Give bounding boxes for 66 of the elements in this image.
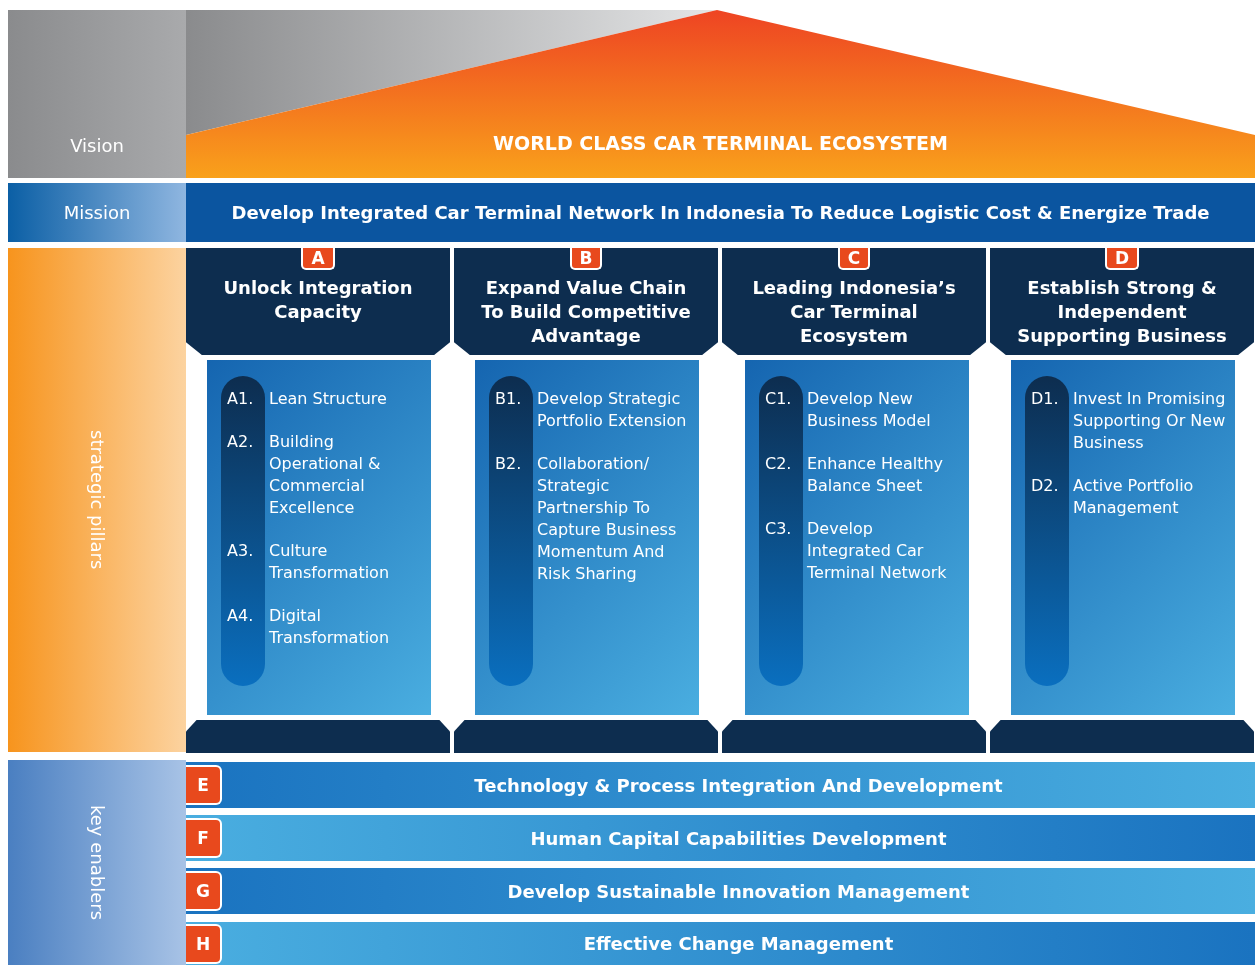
pillar-title: Unlock Integration Capacity bbox=[222, 276, 414, 324]
pillar-title: Leading Indonesia’s Car Terminal Ecosystem bbox=[751, 276, 957, 348]
enabler-bar bbox=[186, 762, 1255, 808]
item-text: Develop New Business Model bbox=[807, 388, 932, 432]
enabler-bar bbox=[186, 868, 1255, 914]
letter-badge: H bbox=[186, 923, 222, 964]
item-text: Culture Transformation bbox=[269, 540, 391, 584]
item-code: C2. bbox=[764, 453, 793, 475]
pillar-title: Expand Value Chain To Build Competitive Advantage bbox=[480, 276, 692, 348]
pillar-base bbox=[990, 720, 1254, 753]
panel-label: key enablers bbox=[86, 805, 108, 920]
enabler-title: Human Capital Capabilities Development bbox=[529, 827, 948, 849]
item-code: A2. bbox=[226, 431, 255, 453]
item-text: Develop Integrated Car Terminal Network bbox=[807, 518, 948, 584]
item-text: Enhance Healthy Balance Sheet bbox=[807, 453, 945, 497]
pillar-base bbox=[722, 720, 986, 753]
pillar-header bbox=[722, 248, 986, 355]
item-code: A3. bbox=[226, 540, 255, 562]
pillar-header bbox=[990, 248, 1254, 355]
pillar-column bbox=[207, 360, 431, 715]
item-text: Digital Transformation bbox=[269, 605, 391, 649]
item-text: Building Operational & Commercial Excellence bbox=[269, 431, 382, 519]
roof bbox=[186, 10, 1255, 178]
item-text: Collaboration/ Strategic Partnership To Capture Business Momentum And Risk Sharing bbox=[537, 453, 678, 585]
letter-badge: D bbox=[1104, 248, 1140, 270]
label-panel bbox=[8, 10, 186, 178]
pillar-base bbox=[454, 720, 718, 753]
item-text: Develop Strategic Portfolio Extension bbox=[537, 388, 688, 432]
panel-label: strategic pillars bbox=[86, 430, 108, 570]
panel-label: Vision bbox=[70, 135, 124, 156]
letter-badge: A bbox=[301, 248, 335, 270]
letter-badge: F bbox=[186, 818, 222, 858]
label-panel bbox=[8, 760, 186, 965]
pillar-column bbox=[475, 360, 699, 715]
enabler-bar bbox=[186, 922, 1255, 965]
item-code: B2. bbox=[494, 453, 523, 475]
item-text: Invest In Promising Supporting Or New Business bbox=[1073, 388, 1227, 454]
pillar-base bbox=[186, 720, 450, 753]
letter-badge: C bbox=[837, 248, 871, 270]
item-code: C3. bbox=[764, 518, 793, 540]
item-code: A1. bbox=[226, 388, 255, 410]
item-code: D2. bbox=[1030, 475, 1060, 497]
letter-badge: E bbox=[186, 765, 222, 805]
pillar-header bbox=[186, 248, 450, 355]
pillar-header bbox=[454, 248, 718, 355]
panel-label: Mission bbox=[63, 202, 131, 223]
item-code: C1. bbox=[764, 388, 793, 410]
vision-statement: WORLD CLASS CAR TERMINAL ECOSYSTEM bbox=[492, 132, 949, 154]
enabler-bar bbox=[186, 815, 1255, 861]
enabler-title: Effective Change Management bbox=[582, 933, 895, 954]
item-code: B1. bbox=[494, 388, 523, 410]
item-text: Lean Structure bbox=[269, 388, 388, 410]
label-panel bbox=[8, 248, 186, 752]
enabler-title: Technology & Process Integration And Development bbox=[473, 774, 1004, 796]
pillar-column bbox=[745, 360, 969, 715]
mission-band bbox=[186, 183, 1255, 242]
item-code: A4. bbox=[226, 605, 255, 627]
label-panel bbox=[8, 183, 186, 242]
letter-badge: G bbox=[186, 871, 222, 911]
item-code: D1. bbox=[1030, 388, 1060, 410]
mission-statement: Develop Integrated Car Terminal Network In Indonesia To Reduce Logistic Cost & Energize Trade bbox=[231, 202, 1210, 223]
pillar-column bbox=[1011, 360, 1235, 715]
pillar-title: Establish Strong & Independent Supporting Business bbox=[1016, 276, 1228, 348]
item-text: Active Portfolio Management bbox=[1073, 475, 1195, 519]
enabler-title: Develop Sustainable Innovation Management bbox=[506, 880, 971, 902]
letter-badge: B bbox=[569, 248, 603, 270]
